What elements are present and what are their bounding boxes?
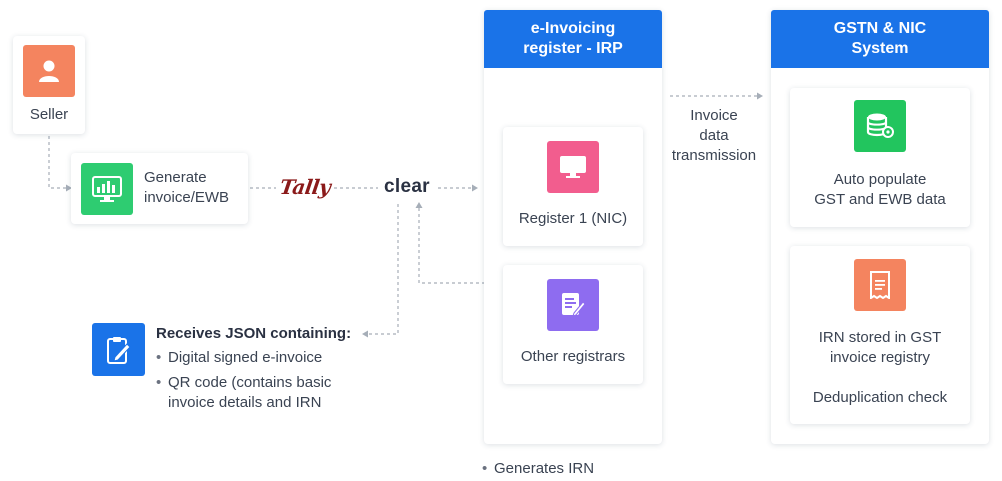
receives-item-continuation: invoice details and IRN — [168, 393, 321, 413]
gstn-header-line2: System — [851, 40, 909, 57]
clear-to-receives-line — [368, 204, 399, 335]
seller-card: Seller — [13, 36, 85, 134]
arrowhead — [415, 202, 423, 208]
receives-item-text: invoice details and IRN — [168, 394, 322, 411]
receives-item-text: QR code (contains basic — [168, 374, 332, 391]
auto-populate-card: Auto populate GST and EWB data — [790, 88, 970, 227]
clear-logo: clear — [384, 176, 430, 197]
arrowhead — [362, 330, 368, 338]
seller-label: Seller — [29, 106, 69, 123]
auto-populate-line1: Auto populate — [833, 171, 927, 188]
transmission-line3: transmission — [671, 147, 757, 164]
other-registrars-label: Other registrars — [520, 348, 626, 365]
auto-populate-line2: GST and EWB data — [814, 191, 946, 208]
irn-stored-line1: IRN stored in GST — [818, 329, 942, 346]
register1-card: Register 1 (NIC) — [503, 127, 643, 246]
clipboard-edit-icon — [92, 323, 145, 376]
receives-item-text: Digital signed e-invoice — [168, 349, 323, 366]
database-gear-icon — [854, 100, 906, 152]
invoice-chart-icon — [81, 163, 133, 215]
transmission-line1: Invoice — [690, 107, 738, 124]
generate-invoice-card: Generate invoice/EWB — [71, 153, 248, 224]
receipt-icon — [854, 259, 906, 311]
generates-irn-note: •Generates IRN — [482, 460, 595, 477]
receives-title: Receives JSON containing: — [156, 325, 352, 342]
monitor-icon — [547, 141, 599, 193]
arrowhead — [757, 92, 763, 100]
register1-label: Register 1 (NIC) — [518, 210, 628, 227]
irn-stored-card: IRN stored in GST invoice registry Dedup… — [790, 246, 970, 424]
irn-stored-line2: invoice registry — [829, 349, 931, 366]
gstn-header: GSTN & NIC System — [771, 10, 989, 68]
tally-logo: Tally — [278, 175, 332, 199]
irp-header: e-Invoicing register - IRP — [484, 10, 662, 68]
other-registrars-card: Other registrars — [503, 265, 643, 384]
receives-item: •Digital signed e-invoice — [156, 349, 323, 366]
irp-header-line1: e-Invoicing — [530, 20, 616, 37]
seller-to-generate-line — [48, 136, 66, 189]
transmission-line2: data — [699, 127, 729, 144]
document-edit-icon — [547, 279, 599, 331]
generates-irn-text: Generates IRN — [494, 460, 595, 477]
arrowhead — [66, 184, 72, 192]
dedup-label: Deduplication check — [812, 389, 948, 406]
user-icon — [23, 45, 75, 97]
generate-label-line2: invoice/EWB — [144, 189, 230, 206]
generate-label-line1: Generate — [144, 169, 207, 186]
gstn-header-line1: GSTN & NIC — [833, 20, 927, 37]
arrowhead — [472, 184, 478, 192]
registrars-to-clear-line — [418, 208, 503, 284]
receives-item: •QR code (contains basic — [156, 374, 332, 391]
irp-header-line2: register - IRP — [523, 40, 623, 57]
